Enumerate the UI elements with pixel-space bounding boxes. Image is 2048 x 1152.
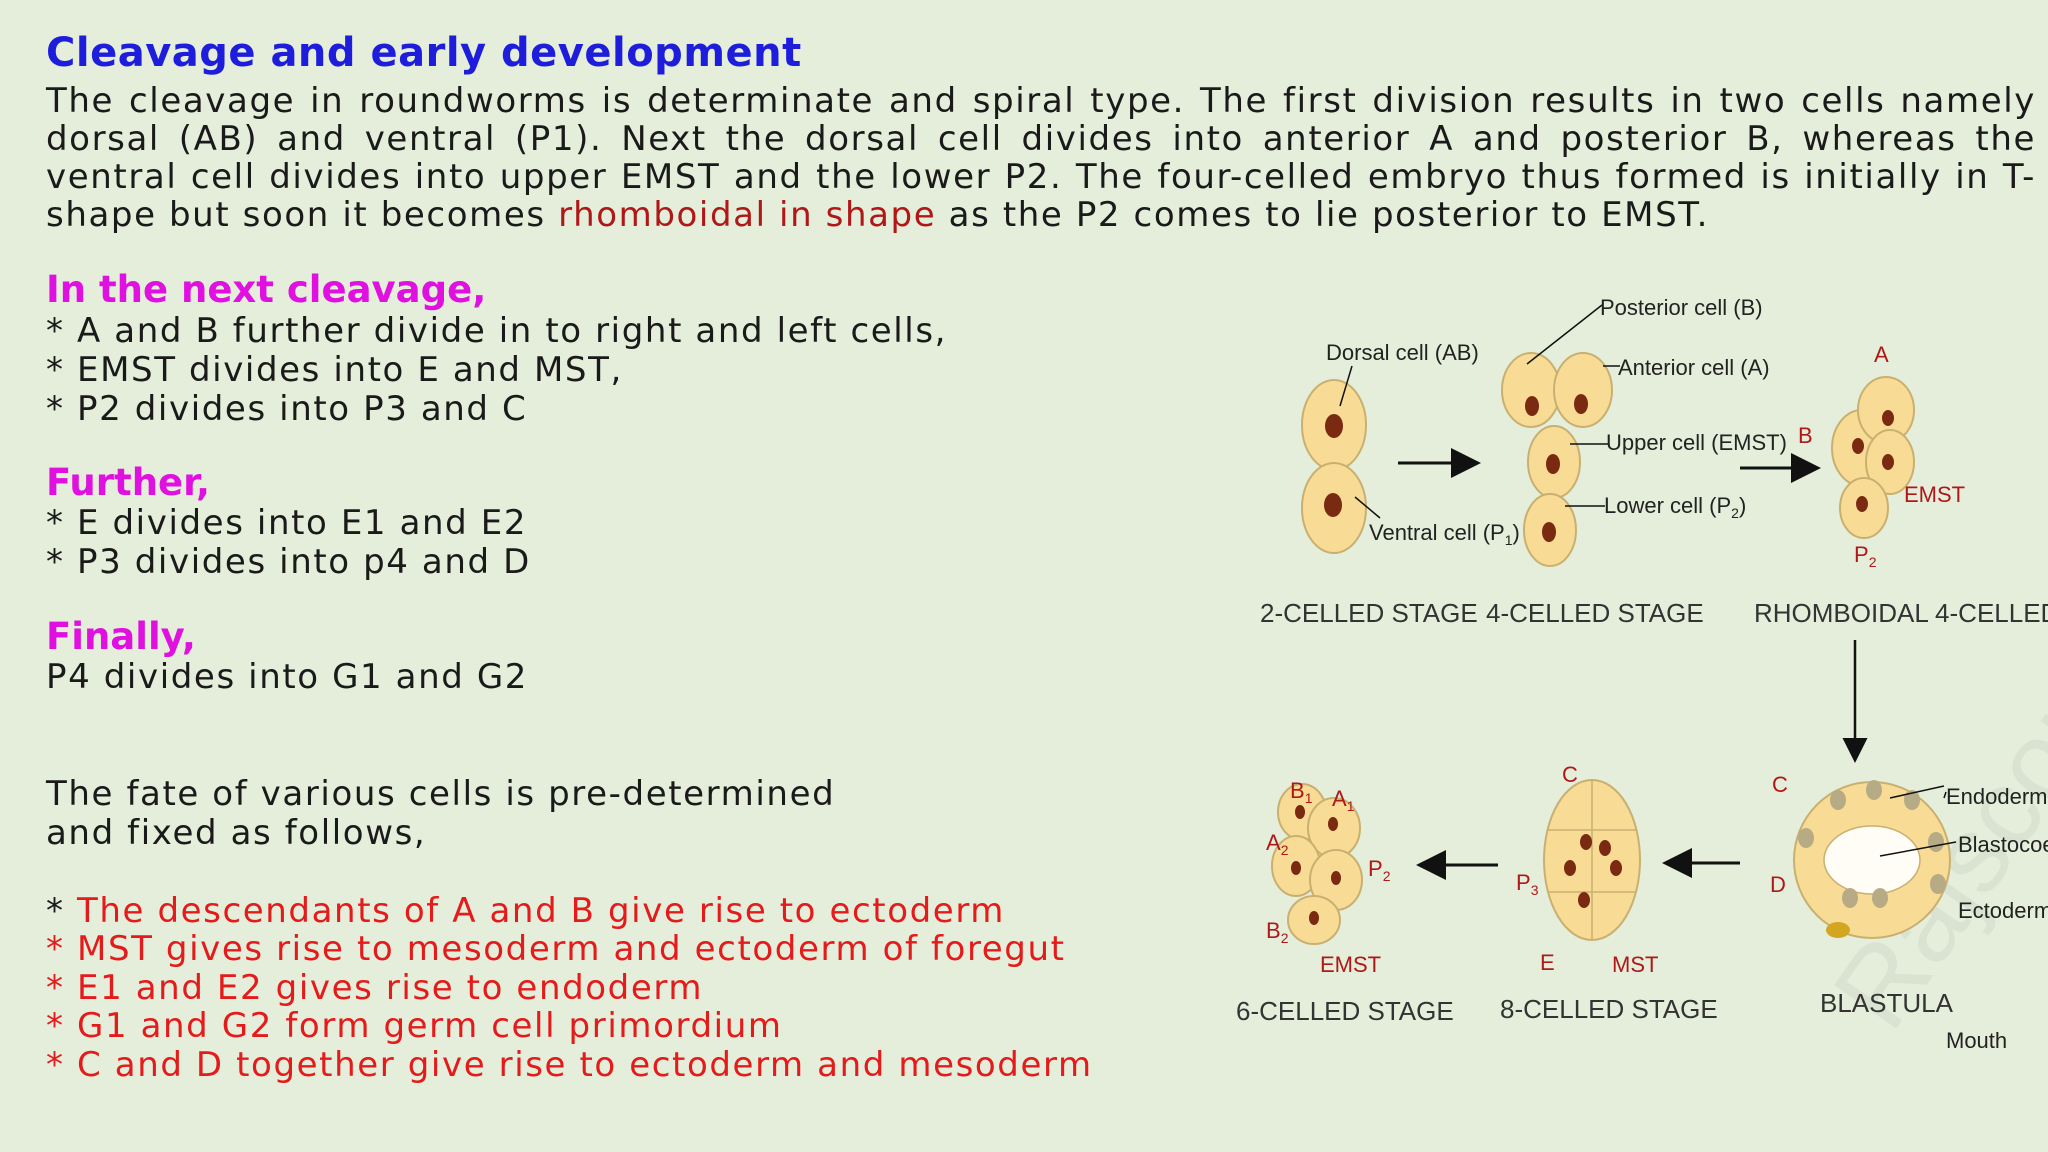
next-cleavage-item: * EMST divides into E and MST, <box>46 350 623 390</box>
label-endoderm: Endoderm <box>1946 784 2048 809</box>
fate-item: * G1 and G2 form germ cell primordium <box>46 1006 783 1046</box>
stage-label-blastula: BLASTULA <box>1820 988 1954 1018</box>
further-heading: Further, <box>46 461 211 504</box>
label-a2-6cell: A2 <box>1266 830 1289 858</box>
label-emst-6cell: EMST <box>1320 952 1381 977</box>
fate-item: * MST gives rise to mesoderm and ectoder… <box>46 929 1066 969</box>
fate-bullet: * <box>46 929 78 969</box>
fate-bullet: * <box>46 968 78 1008</box>
label-posterior-cell: Posterior cell (B) <box>1600 295 1763 320</box>
stage-label-8-celled: 8-CELLED STAGE <box>1500 994 1718 1024</box>
label-blastocoel: Blastocoel <box>1958 832 2048 857</box>
next-cleavage-item: * A and B further divide in to right and… <box>46 311 948 351</box>
fate-intro-line-2: and fixed as follows, <box>46 813 427 853</box>
further-item: * E divides into E1 and E2 <box>46 503 528 543</box>
intro-text-1: The cleavage in roundworms is determinat… <box>46 81 2036 235</box>
finally-heading: Finally, <box>46 615 196 658</box>
finally-item: P4 divides into G1 and G2 <box>46 657 529 697</box>
label-a1-6cell: A1 <box>1332 786 1355 814</box>
next-cleavage-heading: In the next cleavage, <box>46 268 487 311</box>
label-e: E <box>1540 950 1555 975</box>
label-lower-cell: Lower cell (P2) <box>1604 493 1746 521</box>
stage-label-4-celled: 4-CELLED STAGE <box>1486 598 1704 628</box>
fate-bullet: * <box>46 891 78 931</box>
page-title: Cleavage and early development <box>46 30 802 76</box>
label-emst: EMST <box>1904 482 1965 507</box>
label-p2: P2 <box>1854 542 1877 570</box>
rhomboidal-embryo <box>1831 376 1915 539</box>
label-p3: P3 <box>1516 870 1539 898</box>
six-celled-embryo <box>1271 783 1363 945</box>
stage-label-rhomboidal: RHOMBOIDAL 4-CELLED STAGE <box>1754 598 2048 628</box>
fate-text: E1 and E2 gives rise to endoderm <box>77 968 704 1008</box>
label-ventral-cell: Ventral cell (P1) <box>1369 520 1520 548</box>
fate-item: * C and D together give rise to ectoderm… <box>46 1045 1093 1085</box>
next-cleavage-item: * P2 divides into P3 and C <box>46 389 528 429</box>
fate-item: * E1 and E2 gives rise to endoderm <box>46 968 703 1008</box>
intro-paragraph: The cleavage in roundworms is determinat… <box>46 82 2036 234</box>
label-a: A <box>1874 342 1889 367</box>
label-b2-6cell: B2 <box>1266 918 1289 946</box>
fate-intro-line-1: The fate of various cells is pre-determi… <box>46 774 836 814</box>
label-p2-6cell: P2 <box>1368 856 1391 884</box>
intro-highlight: rhomboidal in shape <box>558 195 937 235</box>
intro-text-2: as the P2 comes to lie posterior to EMST… <box>936 195 1710 235</box>
label-mouth: Mouth <box>1946 1028 2007 1053</box>
blastula-embryo <box>1793 780 1951 939</box>
fate-bullet: * <box>46 1045 78 1085</box>
label-dorsal-cell: Dorsal cell (AB) <box>1326 340 1479 365</box>
fate-text: G1 and G2 form germ cell primordium <box>77 1006 783 1046</box>
fate-bullet: * <box>46 1006 78 1046</box>
two-celled-embryo <box>1301 379 1367 554</box>
stage-label-2-celled: 2-CELLED STAGE <box>1260 598 1478 628</box>
label-ectoderm: Ectoderm <box>1958 898 2048 923</box>
fate-text: C and D together give rise to ectoderm a… <box>77 1045 1093 1085</box>
label-d-blastula: D <box>1770 872 1786 897</box>
eight-celled-embryo <box>1543 779 1641 941</box>
label-upper-cell: Upper cell (EMST) <box>1606 430 1787 455</box>
four-celled-embryo <box>1501 352 1613 567</box>
stage-label-6-celled: 6-CELLED STAGE <box>1236 996 1454 1026</box>
fate-text: MST gives rise to mesoderm and ectoderm … <box>77 929 1066 969</box>
label-b1-6cell: B1 <box>1290 778 1313 806</box>
fate-text: The descendants of A and B give rise to … <box>77 891 1006 931</box>
label-c-blastula: C <box>1772 772 1788 797</box>
label-anterior-cell: Anterior cell (A) <box>1618 355 1770 380</box>
label-mst: MST <box>1612 952 1658 977</box>
label-c-8cell: C <box>1562 762 1578 787</box>
further-item: * P3 divides into p4 and D <box>46 542 531 582</box>
fate-item: * The descendants of A and B give rise t… <box>46 891 1005 931</box>
label-b: B <box>1798 423 1813 448</box>
